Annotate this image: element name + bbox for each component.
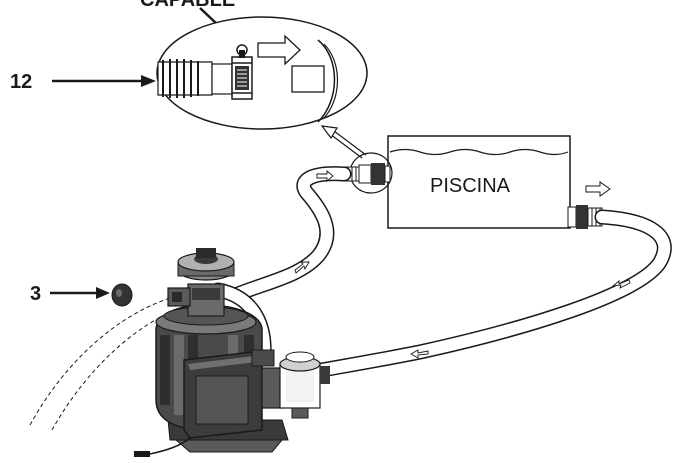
connector-body <box>212 64 232 94</box>
zoom-pointer-line <box>330 134 362 158</box>
part-3-arrowhead <box>96 287 110 299</box>
part-12-label: 12 <box>10 71 32 93</box>
drain-cap-icon <box>112 284 132 306</box>
power-plug-icon <box>134 451 150 457</box>
top-cut-label: CAPABLE <box>140 0 235 11</box>
zoom-pointer-arrowhead <box>322 126 337 138</box>
pool-label: PISCINA <box>430 175 511 197</box>
detail-zoom-ellipse <box>157 17 367 129</box>
outflow-arrow-icon <box>586 182 610 196</box>
drain-hose-dashed-1 <box>30 298 170 425</box>
part-12-arrowhead <box>141 75 156 87</box>
strainer-pot <box>280 352 330 418</box>
corrugated-hose-icon <box>158 59 212 98</box>
pool-wall-fitting <box>292 66 324 92</box>
part-3-label: 3 <box>30 283 41 305</box>
